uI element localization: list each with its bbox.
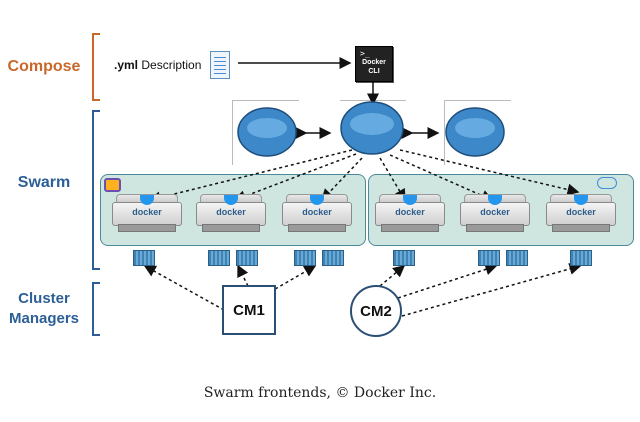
dashed-cm1-to-node-2-containers: [237, 264, 249, 287]
cluster-managers-bracket: [92, 282, 100, 336]
docker-host-4: docker: [375, 194, 445, 232]
yml-description-text: Description: [141, 58, 202, 72]
yml-extension: .yml: [114, 58, 139, 72]
cluster-managers-label-line2: Managers: [8, 310, 80, 327]
docker-whale-icon: [310, 195, 324, 205]
docker-host-5: docker: [460, 194, 530, 232]
dashed-cm2-to-node-4-containers: [379, 265, 406, 287]
cluster-manager-cm2: CM2: [350, 285, 402, 337]
docker-whale-icon: [488, 195, 502, 205]
docker-host-1: docker: [112, 194, 182, 232]
cluster-provider-icon-left: [104, 178, 121, 192]
swarm-manager-left-icon: [237, 107, 297, 157]
dashed-cm2-to-node-5-containers: [397, 263, 498, 299]
container-icon: [133, 250, 155, 266]
cluster-managers-label-line1: Cluster: [18, 290, 70, 307]
docker-whale-icon: [574, 195, 588, 205]
docker-whale-icon: [140, 195, 154, 205]
swarm-frame-right: [444, 100, 511, 165]
docker-whale-icon: [403, 195, 417, 205]
docker-host-6: docker: [546, 194, 616, 232]
docker-host-label: docker: [132, 207, 162, 217]
yml-description: .yml Description: [114, 58, 201, 72]
container-icon: [322, 250, 344, 266]
container-icon: [393, 250, 415, 266]
container-icon: [294, 250, 316, 266]
swarm-manager-right-icon: [445, 107, 505, 157]
cli-label-docker: Docker: [362, 59, 386, 66]
dashed-cm1-to-node-3-containers: [269, 265, 317, 293]
cloud-icon: [597, 177, 617, 189]
cluster-managers-label: Cluster Managers: [0, 289, 88, 329]
cluster-manager-cm1: CM1: [222, 285, 276, 335]
container-icon: [506, 250, 528, 266]
docker-host-label: docker: [302, 207, 332, 217]
container-icon: [478, 250, 500, 266]
container-icon: [208, 250, 230, 266]
docker-host-label: docker: [566, 207, 596, 217]
dashed-cm2-to-node-6-containers: [401, 263, 582, 317]
docker-host-label: docker: [395, 207, 425, 217]
container-icon: [236, 250, 258, 266]
cli-prompt: >_: [360, 49, 370, 58]
dashed-link-to-node-3: [320, 157, 363, 202]
dashed-link-to-node-5: [389, 154, 494, 202]
dashed-link-to-node-1: [148, 149, 353, 204]
container-icon: [570, 250, 592, 266]
swarm-frame-left: [232, 100, 299, 165]
docker-whale-icon: [224, 195, 238, 205]
dashed-link-to-node-4: [379, 157, 406, 202]
swarm-manager-center-icon: [340, 101, 404, 155]
figure-caption: Swarm frontends, © Docker Inc.: [203, 385, 437, 401]
cli-label-cli: CLI: [368, 68, 380, 75]
docker-cli-icon: >_ Docker CLI: [355, 46, 393, 82]
compose-label: Compose: [7, 58, 81, 75]
swarm-bracket: [92, 110, 100, 270]
docker-host-2: docker: [196, 194, 266, 232]
dashed-link-to-node-6: [399, 149, 580, 196]
compose-bracket: [92, 33, 100, 101]
swarm-label: Swarm: [17, 174, 71, 191]
docker-host-label: docker: [216, 207, 246, 217]
yml-file-icon: [210, 51, 230, 79]
docker-host-3: docker: [282, 194, 352, 232]
docker-host-label: docker: [480, 207, 510, 217]
dashed-cm1-to-left-containers: [143, 265, 225, 311]
